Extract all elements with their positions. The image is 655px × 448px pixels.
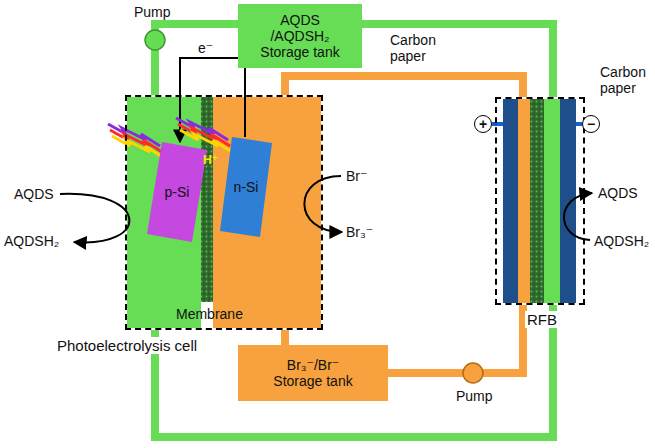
electrode-tab: [492, 122, 503, 126]
pump-symbol: [463, 363, 483, 383]
node-text: n-Si: [234, 179, 259, 195]
ion-label: H⁺: [203, 152, 218, 168]
pump-label: Pump: [456, 388, 493, 404]
electrolyte-pipe: [285, 76, 523, 97]
reaction-arrow: [304, 176, 342, 232]
n-si-electrode: n-Si: [220, 137, 272, 237]
carbon-paper: [560, 99, 576, 303]
node-text: AQDS /AQDSH₂ Storage tank: [259, 12, 341, 60]
rfb-catholyte: [518, 99, 530, 303]
carbon-paper: [503, 99, 518, 303]
electrolyte-pipe: [281, 330, 289, 345]
rfb-anolyte: [544, 99, 560, 303]
pump-symbol: [145, 30, 165, 50]
storage-tank: AQDS /AQDSH₂ Storage tank: [238, 4, 362, 68]
terminal-circle: −: [582, 115, 600, 133]
node-heading: RFB: [525, 311, 559, 328]
species-label: AQDS: [14, 186, 54, 202]
species-label: AQDSH₂: [594, 233, 649, 249]
rfb-membrane: [530, 99, 544, 303]
electrolyte-pipe: [155, 24, 238, 95]
reaction-arrow: [564, 193, 592, 240]
electrolyte-pipe: [388, 305, 523, 373]
node-text: +: [479, 117, 487, 131]
node-text: −: [587, 117, 595, 131]
electrolyte-pipe: [155, 305, 553, 437]
part-label: Carbon paper: [390, 32, 442, 64]
photoelectrolysis-cell: p-Sin-SiPhotoelectrolysis cell: [125, 95, 323, 330]
node-text: Br₃⁻/Br⁻ Storage tank: [271, 357, 355, 389]
edge-label: e⁻: [198, 40, 213, 56]
terminal-circle: +: [474, 115, 492, 133]
reaction-arrow: [60, 194, 129, 243]
electrode-outline: [220, 137, 272, 237]
light-bolt: [108, 124, 164, 158]
node-text: p-Si: [165, 184, 190, 200]
catholyte-chamber: [213, 97, 321, 328]
electrode-outline: [147, 142, 207, 242]
node-heading: Photoelectrolysis cell: [55, 337, 199, 354]
pump-label: Pump: [134, 4, 171, 20]
p-si-electrode: p-Si: [147, 142, 207, 242]
part-label: Carbon paper: [600, 64, 652, 96]
storage-tank: Br₃⁻/Br⁻ Storage tank: [238, 345, 388, 401]
species-label: Br⁻: [346, 168, 367, 184]
species-label: AQDSH₂: [4, 233, 59, 249]
flow-battery: RFB: [495, 97, 585, 305]
species-label: Br₃⁻: [346, 224, 373, 240]
part-label: Membrane: [176, 306, 243, 322]
species-label: AQDS: [598, 185, 638, 201]
